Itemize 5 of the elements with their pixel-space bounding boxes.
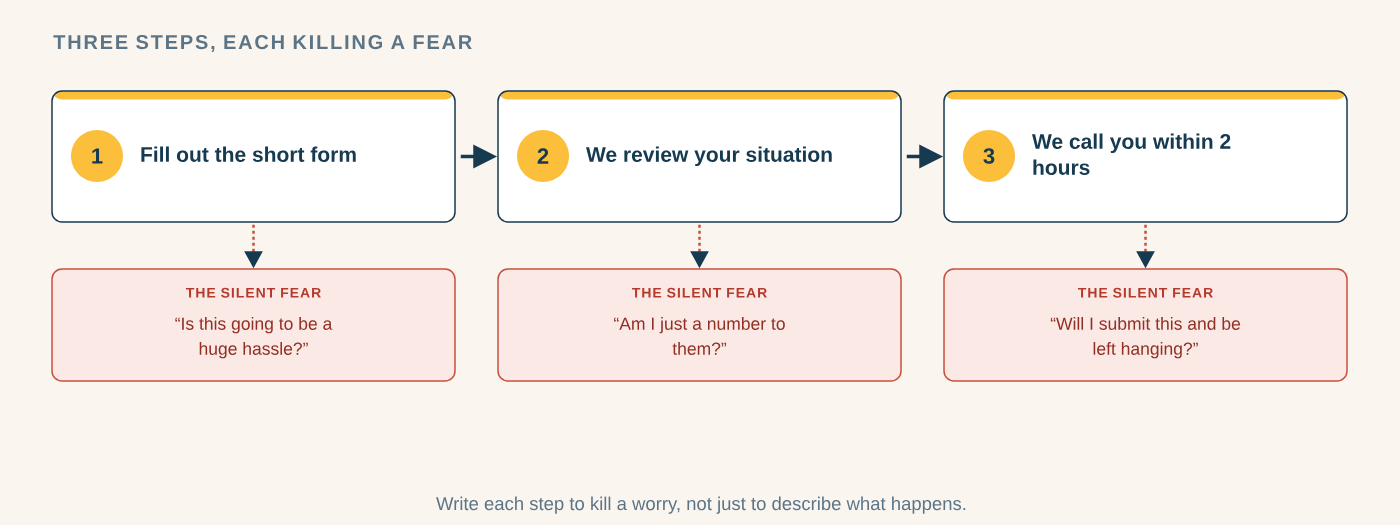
- caption: Write each step to kill a worry, not just to describe what happens.: [436, 496, 966, 514]
- fear-card: THE SILENT FEAR “Am I just a number to them?”: [497, 268, 902, 382]
- fear-card: THE SILENT FEAR “Will I submit this and be left hanging?”: [943, 268, 1348, 382]
- title: THREE STEPS, EACH KILLING A FEAR: [53, 35, 472, 53]
- fear-card: THE SILENT FEAR “Is this going to be a huge hassle?”: [51, 268, 456, 382]
